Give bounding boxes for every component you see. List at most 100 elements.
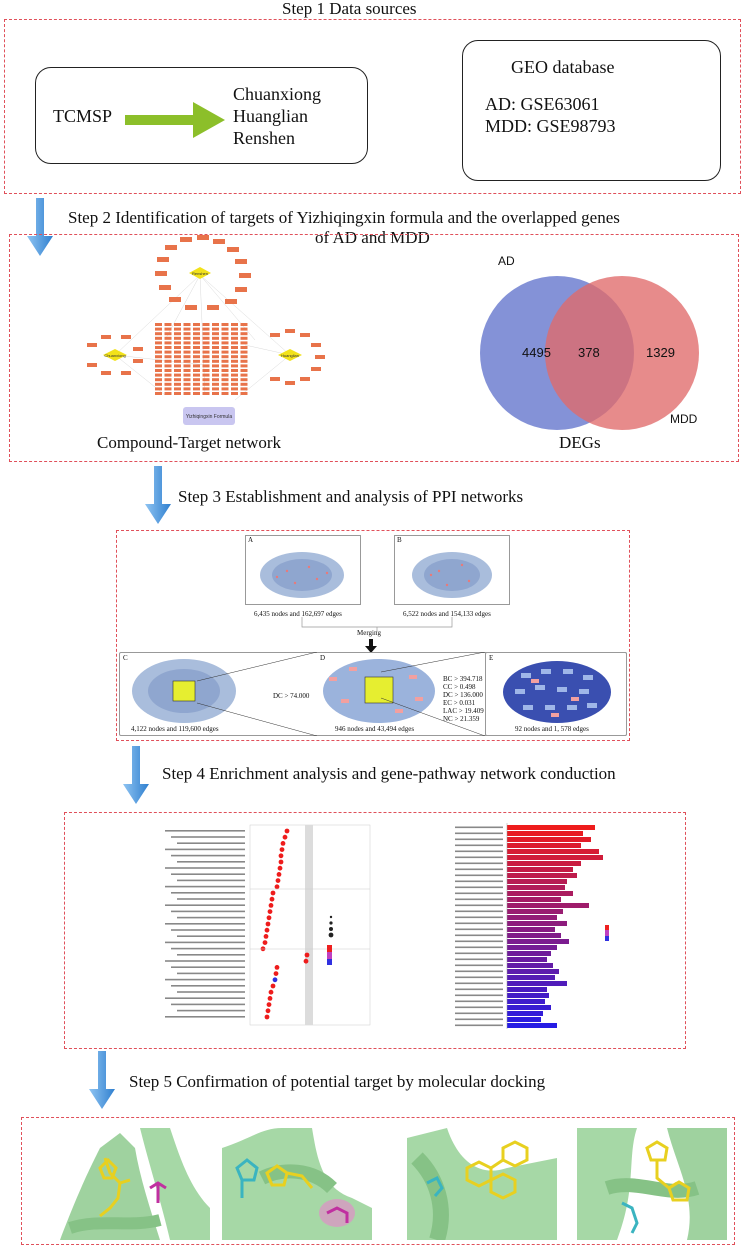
dc-threshold-label: DC > 74.000: [273, 692, 310, 700]
dot-mark: [278, 853, 284, 859]
target-node: [212, 382, 219, 386]
target-node: [193, 341, 200, 345]
target-node: [212, 336, 219, 340]
pathway-bar: [507, 993, 549, 998]
target-node: [240, 382, 248, 386]
target-node: [174, 350, 181, 354]
target-node: [202, 327, 210, 331]
target-node: [183, 392, 191, 395]
target-node: [164, 332, 172, 336]
venn-right-only: 1329: [646, 345, 675, 360]
target-node: [202, 392, 210, 395]
dot-mark: [266, 915, 272, 921]
pathway-bar: [507, 969, 559, 974]
pathway-label-line: [455, 844, 503, 847]
pathway-label-line: [455, 850, 503, 853]
target-node: [240, 336, 248, 340]
target-node: [231, 341, 238, 345]
target-node: [155, 387, 162, 391]
target-node: [174, 364, 181, 368]
target-node: [212, 387, 219, 391]
herb-1: Chuanxiong: [233, 84, 321, 104]
target-node: [164, 341, 172, 345]
target-node: [193, 369, 200, 372]
target-node: [155, 369, 162, 372]
target-node: [212, 369, 219, 372]
pathway-bar: [507, 915, 557, 920]
term-label-line: [165, 923, 245, 925]
ppi-panel-c-caption: 4,122 nodes and 119,600 edges: [131, 725, 219, 733]
target-node: [155, 382, 162, 386]
target-node: [164, 373, 172, 377]
target-node: [155, 341, 162, 345]
pathway-bar: [507, 981, 567, 986]
pathway-label-line: [455, 862, 503, 865]
step3-arrow-icon: [145, 466, 171, 524]
target-node: [221, 327, 229, 331]
target-node: [221, 387, 229, 391]
target-node: [164, 382, 172, 386]
ppi-network-c: [132, 659, 236, 723]
term-label-line: [165, 830, 245, 832]
pathway-label-line: [455, 964, 503, 967]
dot-mark: [270, 890, 276, 896]
pathway-bar: [507, 843, 581, 848]
kegg-bar-chart: [455, 823, 609, 1029]
zoom-lines-de: [381, 652, 486, 736]
target-node: [193, 378, 200, 382]
target-node: [240, 387, 248, 391]
pathway-label-line: [455, 826, 503, 829]
step4-arrow-icon: [123, 746, 149, 804]
pathway-label-line: [455, 1000, 503, 1003]
pathway-bar: [507, 879, 567, 884]
pathway-label-line: [455, 934, 503, 937]
dot-mark: [274, 884, 280, 890]
zoom-lines-cd: [197, 652, 317, 736]
dot-mark: [264, 927, 270, 933]
ppi-network-e: [503, 661, 611, 723]
dot-mark: [266, 1002, 272, 1007]
pathway-bar: [507, 825, 595, 830]
pathway-bar: [507, 909, 563, 914]
target-node: [193, 359, 200, 363]
ppi-panel-b-caption: 6,522 nodes and 154,133 edges: [403, 610, 491, 618]
target-node: [193, 392, 200, 395]
target-node: [174, 323, 181, 326]
pathway-bar: [507, 873, 577, 878]
target-node: [183, 359, 191, 363]
target-node: [155, 327, 162, 331]
target-node: [183, 327, 191, 331]
target-node: [212, 350, 219, 354]
renshen-node: Renshen: [192, 271, 208, 276]
dot-mark: [263, 934, 269, 939]
term-label-line: [171, 892, 245, 894]
target-node: [202, 387, 210, 391]
dot-mark: [277, 865, 283, 871]
target-node: [193, 323, 200, 326]
target-node: [193, 355, 200, 359]
pathway-label-line: [455, 838, 503, 841]
target-node: [240, 369, 248, 372]
target-node: [240, 327, 248, 331]
target-node: [202, 341, 210, 345]
compound-target-network: Renshen Chuanxiong Huanglian Yizhiqingxi…: [87, 235, 325, 425]
pathway-bar: [507, 1011, 543, 1016]
term-label-line: [165, 978, 245, 981]
target-node: [221, 355, 229, 359]
docking-image-1: [60, 1128, 210, 1240]
chuanxiong-node: Chuanxiong: [104, 353, 125, 358]
pathway-bar: [507, 897, 561, 902]
filter-ec: EC > 0.031: [443, 699, 476, 707]
target-node: [183, 373, 191, 377]
step5-arrow-icon: [89, 1051, 115, 1109]
geo-title: GEO database: [511, 57, 615, 77]
term-label-line: [171, 910, 245, 913]
term-label-line: [171, 873, 245, 875]
venn-overlap: 378: [578, 345, 600, 360]
dot-mark: [284, 828, 290, 834]
target-node: [174, 346, 181, 349]
term-label-line: [171, 985, 245, 987]
pathway-label-line: [455, 832, 503, 835]
ppi-panel-a-caption: 6,435 nodes and 162,697 edges: [254, 610, 342, 618]
target-node: [231, 382, 238, 386]
